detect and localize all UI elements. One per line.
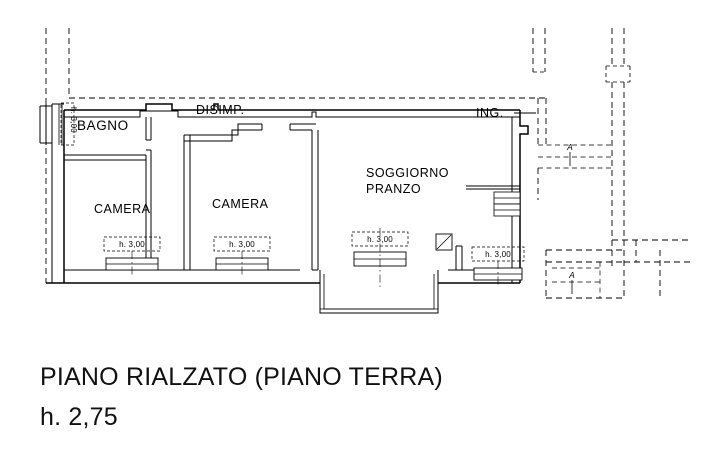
room-label-camera-1: CAMERA [94,202,151,216]
room-label-ingresso: ING. [476,106,504,120]
window-camera-2-label: h. 3,00 [229,240,255,249]
window-camera-1: h. 3,00 [103,236,161,276]
plan-caption: PIANO RIALZATO (PIANO TERRA) h. 2,75 [40,360,680,434]
window-bagno-label: h. 3,00 [69,107,78,133]
room-label-bagno: BAGNO [77,118,129,133]
window-bagno: h. 3,00 [60,102,78,146]
section-mark-lower: A [568,270,575,294]
room-label-disimp: DISIMP. [196,103,244,117]
room-label-pranzo: PRANZO [366,182,421,196]
section-mark-upper: A [566,142,573,166]
window-soggiorno-2: h. 3,00 [471,246,525,286]
section-a-upper-label: A [566,142,573,152]
room-label-camera-2: CAMERA [212,197,269,211]
caption-title: PIANO RIALZATO (PIANO TERRA) [40,363,443,391]
building-walls [39,103,529,284]
caption-height: h. 2,75 [40,403,118,431]
context-dashed-lines [45,28,690,299]
door-symbol [435,233,453,251]
window-camera-2: h. 3,00 [213,236,271,276]
window-soggiorno: h. 3,00 [351,228,409,290]
section-a-lower-label: A [568,270,575,280]
interior-partitions [64,117,463,271]
floor-plan-drawing: h. 3,00 h. 3,00 h. 3,00 h. 3,00 [0,0,702,340]
entrance-stair [466,112,536,217]
room-label-soggiorno: SOGGIORNO [366,166,449,180]
window-soggiorno-2-label: h. 3,00 [485,250,511,259]
terrace-balcony [319,270,439,314]
drawing-background [0,0,702,340]
window-camera-1-label: h. 3,00 [119,240,145,249]
